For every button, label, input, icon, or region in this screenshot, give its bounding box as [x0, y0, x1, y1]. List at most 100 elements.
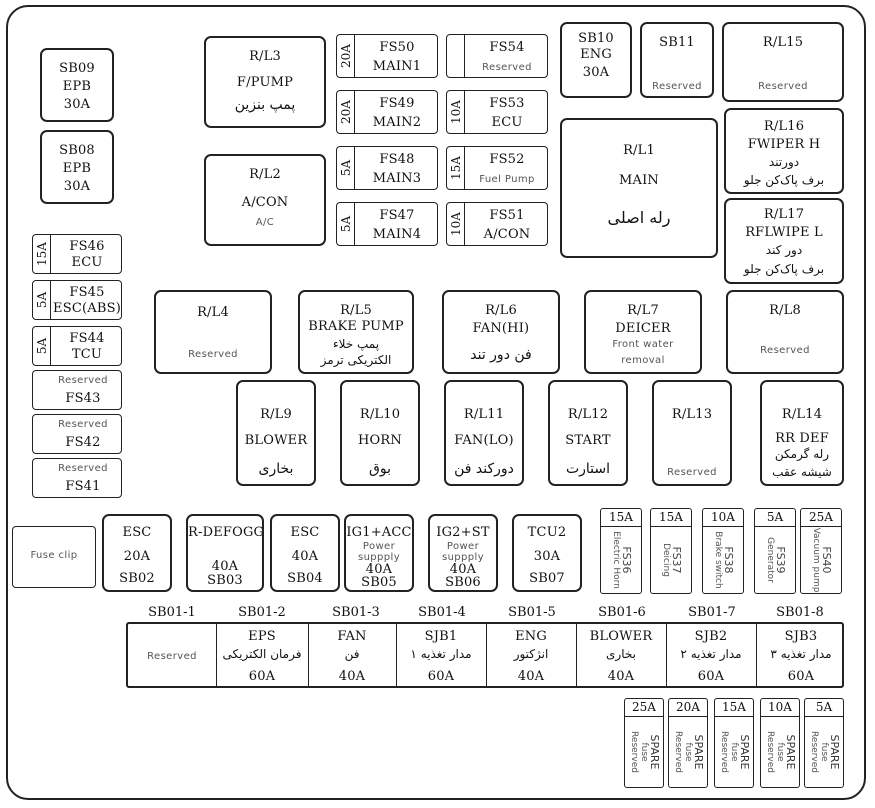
relay-function-fa: دورتند	[768, 155, 800, 169]
relay-rl4: R/L4 Reserved	[154, 290, 272, 374]
relay-name: R/L14	[781, 407, 823, 422]
relay-name: R/L5	[340, 303, 372, 318]
fuse-code: FS41	[65, 479, 101, 494]
sb01-amp: 60A	[427, 669, 455, 684]
cell-divider	[576, 624, 577, 686]
relay-function: F/PUMP	[236, 75, 294, 90]
fuse-code: FS43	[65, 391, 101, 406]
fuse-desc: MAIN1	[372, 59, 422, 74]
fuse-code: FS49	[379, 96, 415, 111]
sb01-desc: SJB3	[784, 629, 818, 644]
fuse-amp-rating: 5A	[33, 281, 51, 319]
sb08-code: SB08	[59, 143, 95, 158]
sb-fuse-desc: ESC	[122, 525, 152, 540]
fuse-code: FS52	[489, 152, 525, 167]
relay-rl3: R/L3 F/PUMP پمپ بنزین	[204, 36, 326, 128]
relay-rl2: R/L2 A/CON A/C	[204, 154, 326, 246]
relay-function-fa: بوق	[369, 461, 391, 477]
relay-function-fa: دور کند	[765, 243, 803, 257]
sb01-label: SB01-8	[776, 605, 824, 620]
fuse-code: FS40	[819, 546, 833, 574]
sb10-fuse: SB10 ENG 30A	[560, 22, 632, 98]
sb01-desc-fa: انژکتور	[513, 647, 549, 661]
sb10-amp: 30A	[582, 65, 610, 80]
fuse-desc: TCU	[71, 347, 103, 362]
relay-name: R/L8	[769, 303, 801, 318]
fuse-note: Reserved	[58, 463, 108, 474]
fuse-amp-text: 15A	[715, 699, 753, 717]
relay-function: MAIN	[618, 173, 659, 188]
relay-function-fa: شیشه عقب	[772, 465, 832, 479]
relay-name: R/L15	[762, 35, 804, 50]
fuse-code: FS42	[65, 435, 101, 450]
sb01-amp: 40A	[607, 669, 635, 684]
spare-sub: fuse	[774, 742, 785, 762]
sb01-label: SB01-7	[688, 605, 736, 620]
fuse-amp-text: 25A	[801, 509, 841, 527]
relay-name: R/L16	[763, 119, 805, 134]
relay-function: FWIPER H	[747, 137, 821, 152]
relay-name: R/L12	[567, 407, 609, 422]
sb-fuse-amp: 40A	[449, 562, 477, 577]
sb-fuse-amp: 30A	[533, 549, 561, 564]
relay-rl1: R/L1 MAIN رله اصلی	[560, 118, 718, 258]
relay-note: A/C	[255, 217, 275, 228]
sb-fuse-code: SB05	[361, 575, 397, 590]
sb01-desc: ENG	[515, 629, 547, 644]
fuse-note: Reserved	[482, 62, 532, 73]
sb01-cell: Reserved	[128, 624, 216, 686]
fuse-desc: MAIN2	[372, 115, 422, 130]
relay-function: FAN(LO)	[454, 433, 514, 448]
relay-name: R/L11	[463, 407, 505, 422]
fuse-amp-text: 20A	[338, 44, 353, 68]
spare-sub: fuse	[818, 742, 829, 762]
relay-note: Reserved	[760, 345, 810, 356]
fuse-amp-text: 10A	[448, 212, 463, 236]
fuse-desc: Deicing	[660, 543, 671, 577]
sb01-label: SB01-3	[332, 605, 380, 620]
fuse-amp-rating: 5A	[33, 327, 51, 365]
relay-function: RFLWIPE L	[745, 225, 823, 240]
sb-fuse-note: suppply	[357, 552, 401, 563]
cell-divider	[308, 624, 309, 686]
fuse-code: FS47	[379, 208, 415, 223]
sb-fuse-code: SB02	[119, 571, 155, 586]
spare-note: Reserved	[672, 731, 683, 773]
relay-name: R/L10	[359, 407, 401, 422]
fuse-code: FS50	[379, 40, 415, 55]
relay-function: BLOWER	[244, 433, 308, 448]
spare-sub: fuse	[682, 742, 693, 762]
fuse-amp-text: 5A	[755, 509, 795, 527]
relay-function: BRAKE PUMP	[308, 319, 404, 334]
sb01-desc: SJB2	[694, 629, 728, 644]
sb01-note: Reserved	[147, 651, 197, 662]
relay-note: Reserved	[667, 467, 717, 478]
fuse-code: FS46	[69, 239, 105, 254]
sb-fuse-note: Power	[446, 541, 480, 552]
relay-rl7: R/L7 DEICER Front water removal	[584, 290, 702, 374]
sb01-label: SB01-4	[418, 605, 466, 620]
sb10-code: SB10	[578, 31, 614, 46]
sb11-code: SB11	[659, 35, 695, 50]
fuse-desc: MAIN4	[372, 227, 422, 242]
sb-fuse-note: suppply	[441, 552, 485, 563]
sb-fuse-desc: R-DEFOGGER	[188, 525, 264, 540]
fuse-amp-text: 5A	[338, 159, 353, 177]
